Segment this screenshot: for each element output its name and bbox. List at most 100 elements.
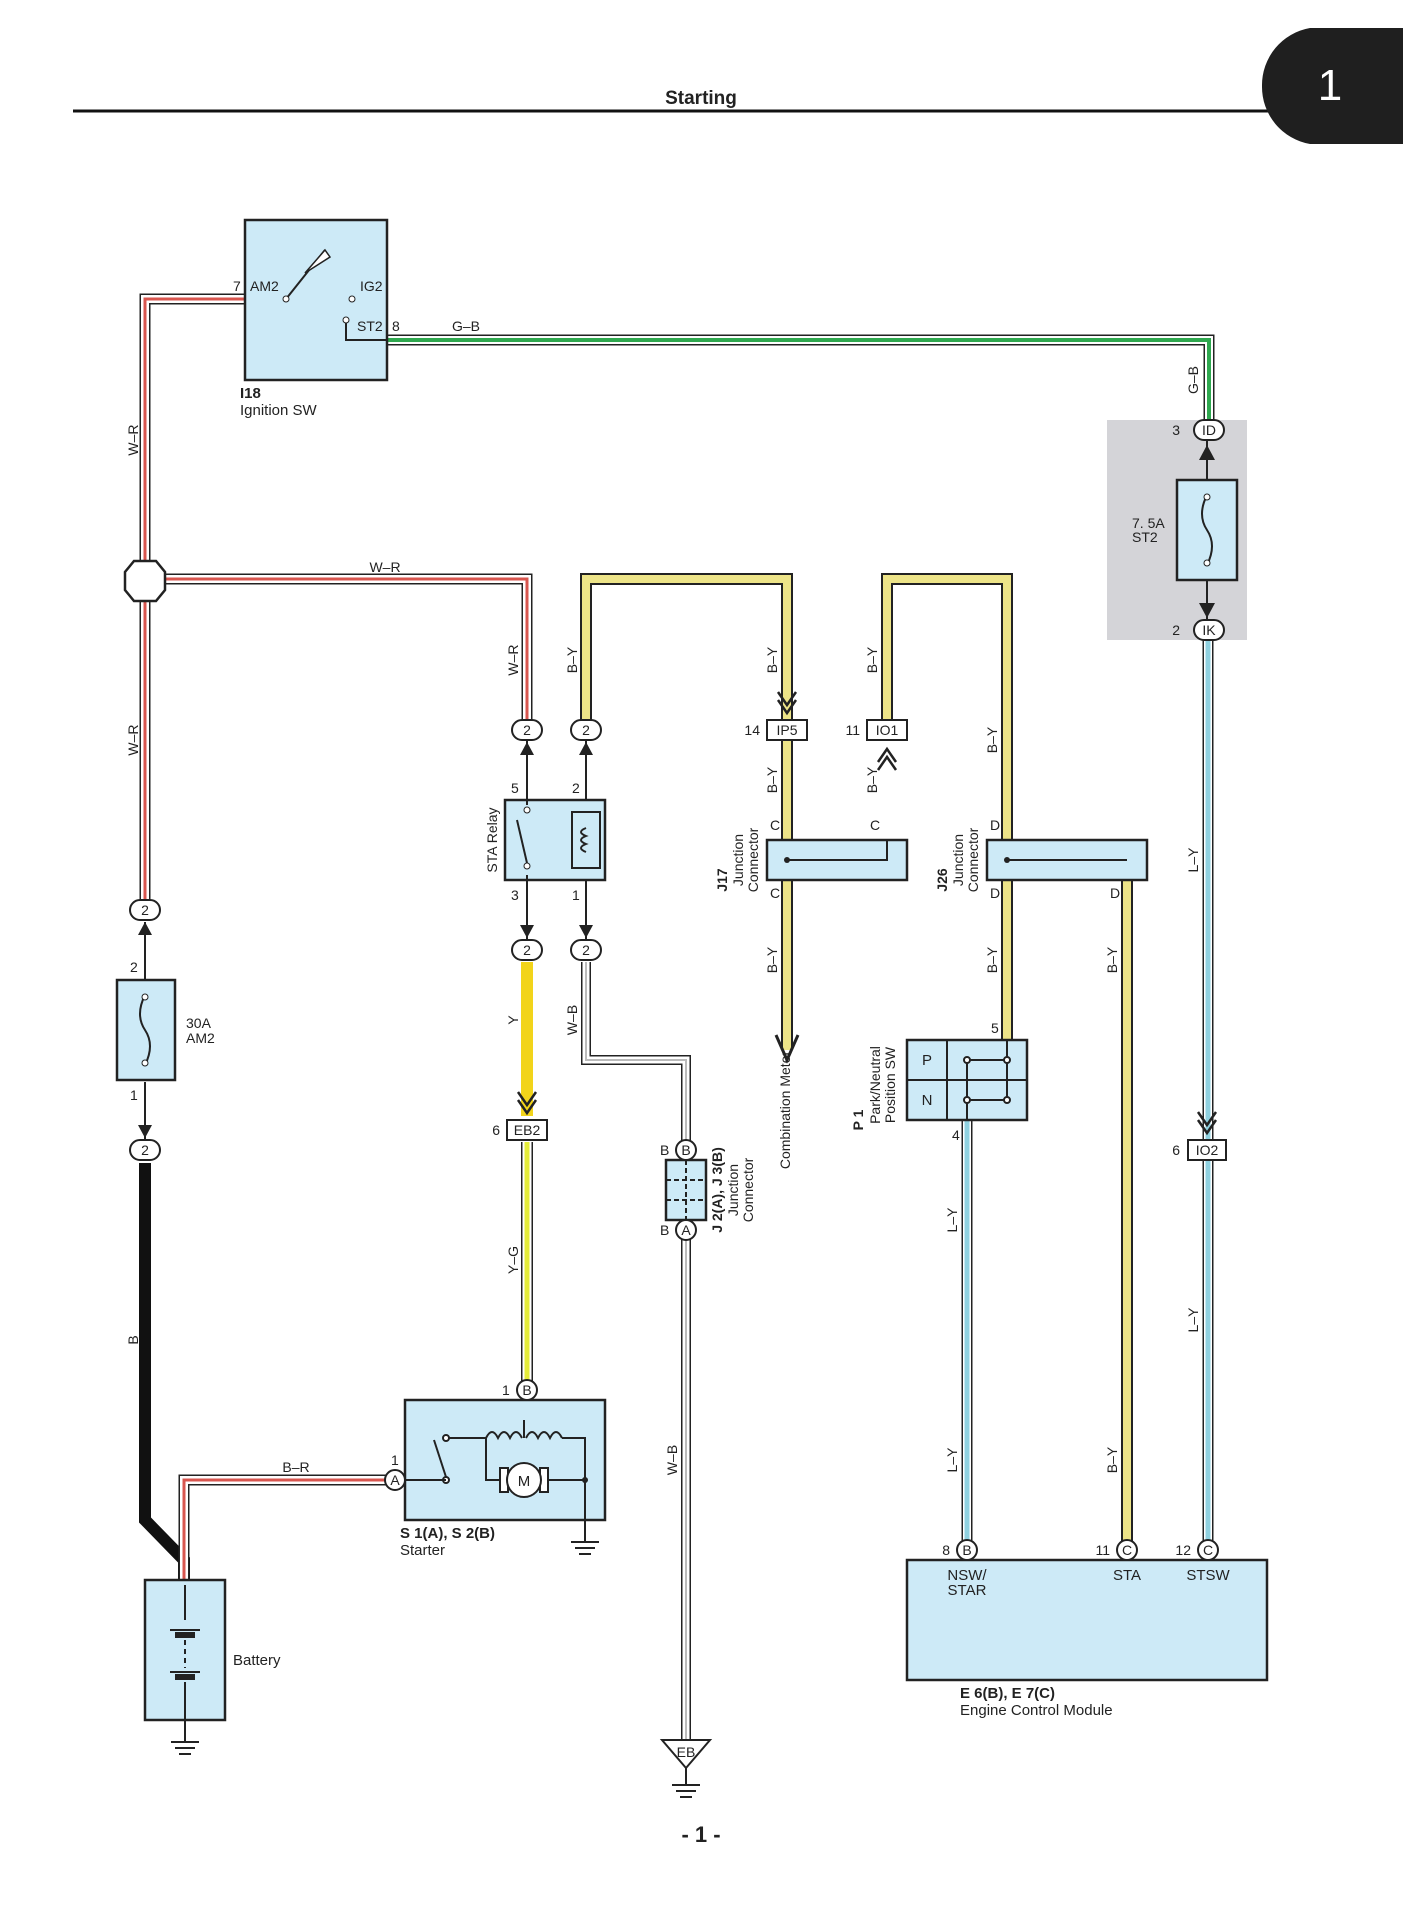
- j26-line2: Connector: [965, 827, 981, 892]
- ecm-box[interactable]: [905, 1558, 1269, 1682]
- j17-pin-c2: C: [870, 817, 880, 833]
- ecm-label-stsw: STSW: [1186, 1567, 1230, 1584]
- connector-eb2[interactable]: [506, 1119, 548, 1141]
- connector-io1-pin: 11: [845, 722, 860, 738]
- ignition-key-icon: [304, 248, 332, 274]
- fuse-am2-terminal: [141, 1059, 149, 1067]
- ground-eb[interactable]: [659, 1739, 713, 1770]
- wire-label-y: Y: [505, 1015, 521, 1025]
- wire-label-y-g: Y–G: [505, 1246, 521, 1274]
- ignition-code: I18: [240, 385, 261, 402]
- j26-pin-d1: D: [990, 817, 1000, 833]
- relay-coil-frame: [586, 811, 601, 869]
- connector-ip5-pin: 14: [744, 722, 760, 738]
- wire-label-b-y: B–Y: [984, 726, 1000, 753]
- ecm-conn-b[interactable]: [956, 1539, 978, 1561]
- wire-w-r-main: [139, 293, 247, 912]
- fuse-am2-rating: 30A: [186, 1015, 212, 1031]
- wire-label-l-y-2: L–Y: [1185, 1307, 1201, 1333]
- starter-pin-b[interactable]: [516, 1379, 538, 1401]
- wire-label-b: B: [125, 1335, 141, 1344]
- j2j3-pin-a-label: B: [660, 1222, 669, 1238]
- arrow-down-icon: [774, 1034, 800, 1064]
- arrow-down-icon: [516, 1091, 538, 1116]
- relay-coil-icon: [580, 827, 589, 853]
- starter-node: [582, 1477, 588, 1483]
- wire-label-b-y: B–Y: [764, 766, 780, 793]
- relay-contact: [523, 806, 531, 814]
- wire-w-b: [581, 962, 691, 1745]
- page-footer: - 1 -: [681, 1822, 720, 1847]
- connector-io1[interactable]: [866, 719, 908, 741]
- wire-label-b-y: B–Y: [764, 946, 780, 973]
- combination-meter-label: Combination Meter: [777, 1051, 793, 1170]
- connector-id-pin: 3: [1172, 422, 1180, 438]
- ecm-conn-c-stsw[interactable]: [1197, 1539, 1219, 1561]
- ignition-pin-am2: 7: [233, 278, 241, 294]
- sta-relay-pin2: 2: [572, 780, 580, 796]
- pnp-label-n: N: [922, 1092, 933, 1109]
- connector-2[interactable]: [129, 899, 161, 921]
- connector-ik[interactable]: [1193, 619, 1225, 641]
- arrow-down-icon: [1196, 1111, 1218, 1136]
- j26-code: J26: [934, 868, 950, 892]
- wire-label-l-y-4: L–Y: [944, 1447, 960, 1473]
- battery-name: Battery: [233, 1652, 281, 1669]
- j2j3-pin-b[interactable]: [675, 1139, 697, 1161]
- connector-2[interactable]: [570, 939, 602, 961]
- connector-ip5[interactable]: [766, 719, 808, 741]
- starter-pin1-b: 1: [502, 1382, 510, 1398]
- ignition-switch-box[interactable]: [243, 218, 389, 382]
- connector-2[interactable]: [511, 939, 543, 961]
- j17-code: J17: [714, 868, 730, 892]
- arrow-down-icon: [1199, 603, 1215, 618]
- starter-box[interactable]: [403, 1398, 607, 1522]
- connector-io2[interactable]: [1187, 1139, 1227, 1161]
- starter-pin-b-text: B: [522, 1382, 531, 1398]
- ecm-conn-c-sta[interactable]: [1116, 1539, 1138, 1561]
- ground-eb-code: EB: [677, 1744, 696, 1760]
- connector-eb2-code: EB2: [514, 1122, 541, 1138]
- starter-name: Starter: [400, 1542, 445, 1559]
- connector-2[interactable]: [570, 719, 602, 741]
- sta-relay-pin5: 5: [511, 780, 519, 796]
- splice-point[interactable]: [123, 559, 167, 603]
- wire-label-w-r-3: W–R: [369, 559, 400, 575]
- wire-label-b-y: B–Y: [1104, 1446, 1120, 1473]
- j2j3-pin-a[interactable]: [675, 1219, 697, 1241]
- wire-b-y-j26: [881, 573, 1133, 1550]
- battery-icon: [170, 1585, 200, 1755]
- sta-relay-name: STA Relay: [484, 807, 500, 872]
- j26-pin-d3: D: [1110, 885, 1120, 901]
- page-number-tab[interactable]: [1261, 28, 1403, 144]
- wire-w-r-relay: [145, 573, 533, 728]
- fuse-am2-pin-bottom: 1: [130, 1087, 138, 1103]
- wire-g-b: [387, 334, 1215, 430]
- fuse-am2-icon: [139, 994, 151, 1066]
- fuse-st2-terminal-bottom: [1203, 559, 1211, 567]
- fuse-st2-rating: 7. 5A: [1132, 515, 1165, 531]
- starter-pin1-a: 1: [391, 1452, 399, 1468]
- fuse-am2-name: AM2: [186, 1030, 215, 1046]
- wire-label-b-y: B–Y: [1104, 946, 1120, 973]
- connector-pin: 2: [582, 722, 590, 738]
- fuse-st2-name: ST2: [1132, 529, 1158, 545]
- pnp-line2: Position SW: [882, 1046, 898, 1123]
- connector-id[interactable]: [1193, 419, 1225, 441]
- connector-2[interactable]: [129, 1139, 161, 1161]
- arrow-down-icon: [520, 925, 534, 938]
- wire-label-w-b-2: W–B: [664, 1445, 680, 1475]
- j2j3-pin-a-text: A: [681, 1222, 691, 1238]
- connector-io2-code: IO2: [1196, 1142, 1219, 1158]
- wire-label-l-y-3: L–Y: [944, 1207, 960, 1233]
- arrow-down-icon: [776, 691, 798, 716]
- ignition-pin-st2: 8: [392, 318, 400, 334]
- ecm-label-star: STAR: [948, 1582, 987, 1599]
- j26-node: [1004, 857, 1010, 863]
- ignition-name: Ignition SW: [240, 402, 318, 419]
- connector-2[interactable]: [511, 719, 543, 741]
- wire-label-l-y-1: L–Y: [1185, 847, 1201, 873]
- wire-label-g-b-2: G–B: [1185, 366, 1201, 394]
- arrow-up-icon: [1199, 445, 1215, 460]
